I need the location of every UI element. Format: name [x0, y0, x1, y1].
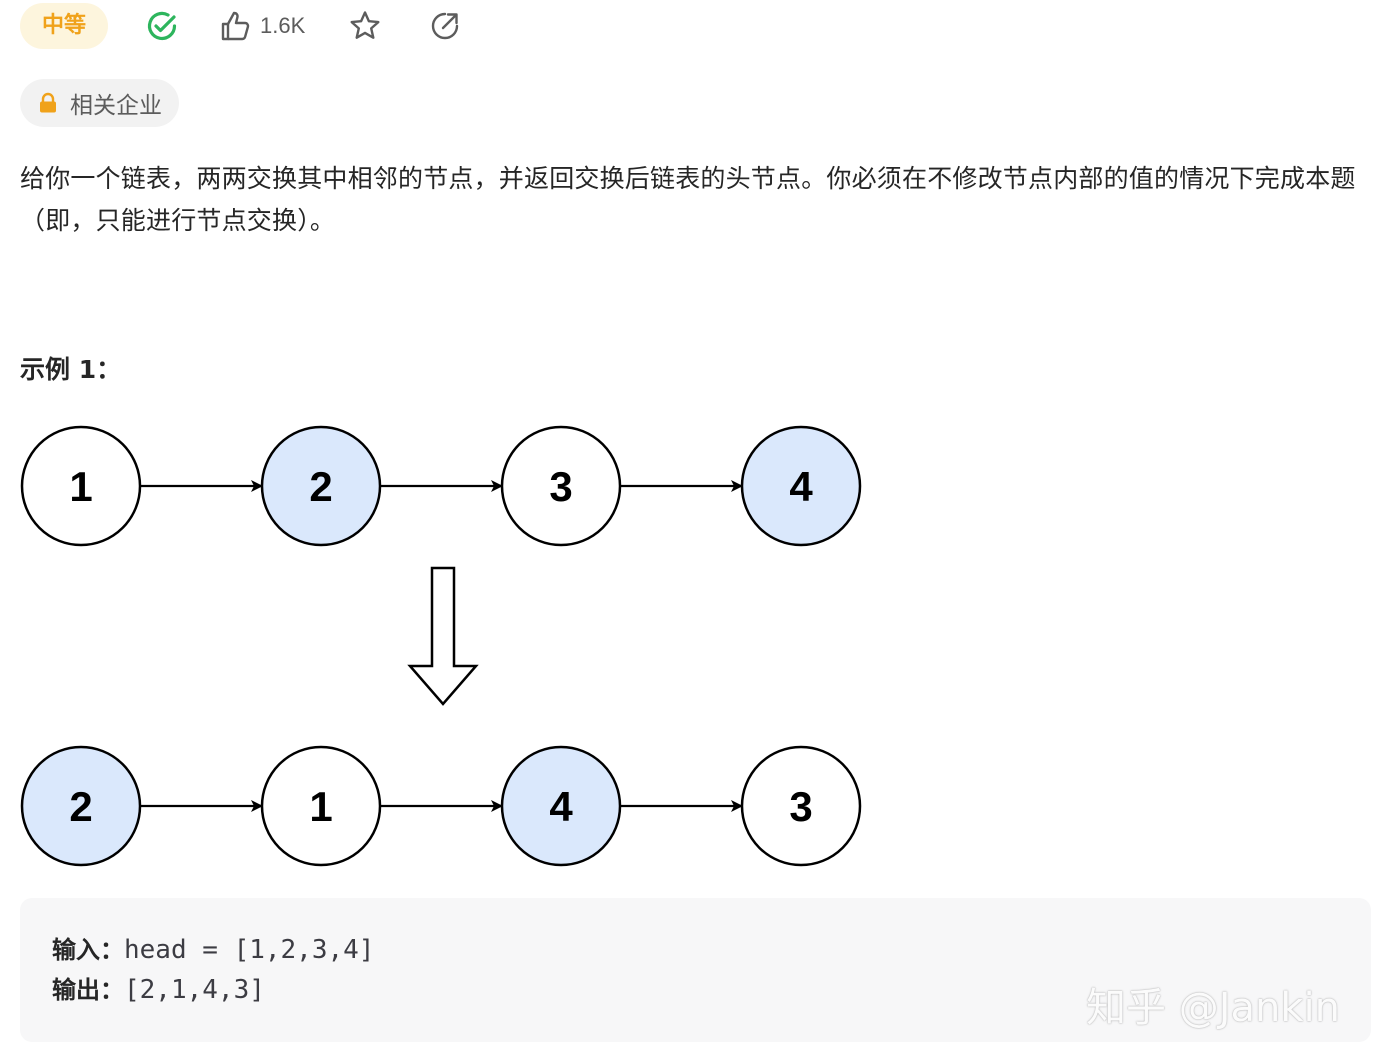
diagram-row-before: 1 2 3 4 [20, 425, 862, 547]
related-companies-tag[interactable]: 相关企业 [20, 79, 179, 127]
before-node-value: 2 [309, 463, 332, 510]
example-output-line: 输出：[2,1,4,3] [52, 970, 1371, 1010]
diagram-row-after: 2 1 4 3 [20, 745, 862, 867]
after-node-value: 3 [789, 783, 812, 830]
after-node [500, 745, 622, 867]
linked-list-diagram: 1 2 3 4 2 1 4 3 [20, 425, 862, 867]
after-node [20, 745, 142, 867]
share-icon[interactable] [427, 8, 463, 44]
output-label: 输出： [52, 976, 124, 1004]
lock-icon [38, 92, 58, 114]
star-icon[interactable] [347, 8, 383, 44]
before-node-value: 3 [549, 463, 572, 510]
before-node [20, 425, 142, 547]
solved-check-icon [144, 8, 180, 44]
thumbs-up-icon [220, 10, 252, 42]
before-node-value: 1 [69, 463, 92, 510]
difficulty-badge: 中等 [20, 3, 108, 49]
example-io-block: 输入：head = [1,2,3,4] 输出：[2,1,4,3] [20, 898, 1371, 1042]
after-node [260, 745, 382, 867]
input-value: head = [1,2,3,4] [124, 935, 375, 965]
after-node-value: 2 [69, 783, 92, 830]
related-companies-label: 相关企业 [70, 93, 162, 119]
like-button[interactable]: 1.6K [220, 10, 305, 42]
example-title: 示例 1： [20, 355, 122, 384]
zhihu-watermark: 知乎 @Jankin [1086, 985, 1341, 1031]
problem-description: 给你一个链表，两两交换其中相邻的节点，并返回交换后链表的头节点。你必须在不修改节… [20, 164, 1356, 235]
input-label: 输入： [52, 936, 124, 964]
before-node [500, 425, 622, 547]
before-node [740, 425, 862, 547]
after-node-value: 1 [309, 783, 332, 830]
after-node [740, 745, 862, 867]
transform-down-arrow [407, 566, 479, 706]
before-node [260, 425, 382, 547]
example-input-line: 输入：head = [1,2,3,4] [52, 930, 1371, 970]
before-node-value: 4 [789, 463, 813, 510]
output-value: [2,1,4,3] [124, 975, 265, 1005]
after-node-value: 4 [549, 783, 573, 830]
problem-toolbar: 中等 1.6K [20, 2, 463, 50]
like-count: 1.6K [260, 13, 306, 38]
